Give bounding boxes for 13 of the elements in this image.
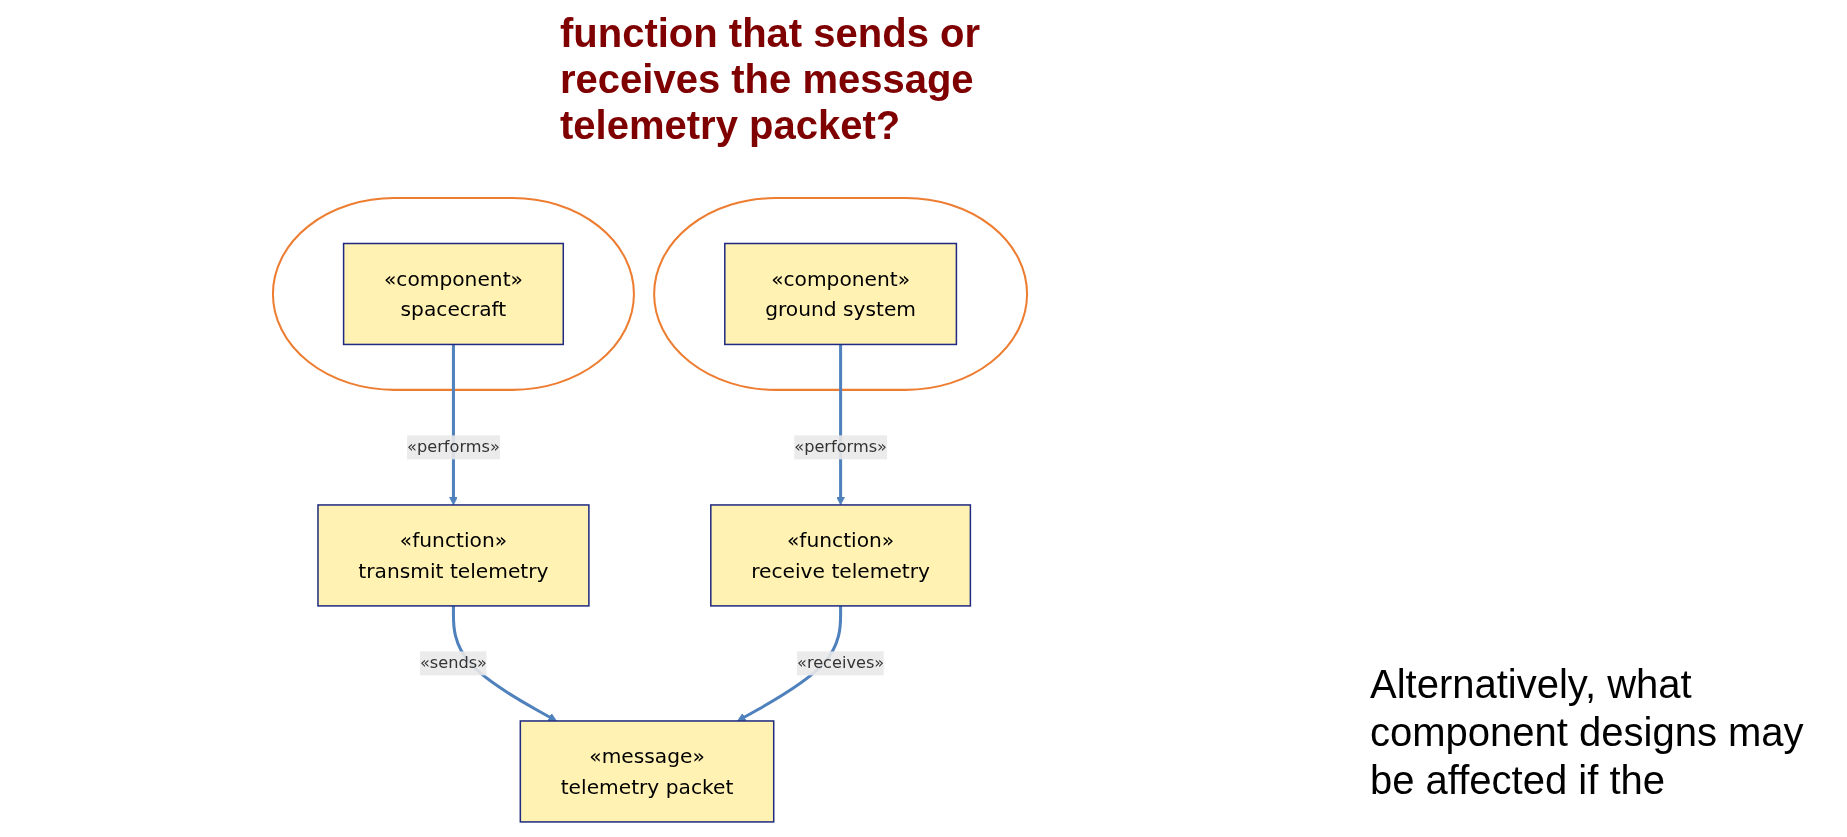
node-box: «function» transmit telemetry: [317, 504, 590, 607]
note-text: Alternatively, what component designs may be affected if the: [1370, 661, 1805, 804]
edge-label: «sends»: [419, 653, 487, 673]
cluster: [271, 197, 635, 391]
node-box: «function» receive telemetry: [710, 504, 972, 607]
edge-label: «receives»: [797, 653, 885, 673]
question-heading: function that sends or receives the message telemetry packet?: [560, 10, 981, 148]
node-box: «component» ground system: [724, 242, 958, 346]
node-box: «component» spacecraft: [342, 242, 565, 346]
edge-label: «performs»: [794, 437, 887, 457]
cluster: [653, 197, 1029, 391]
edge-label: «performs»: [407, 437, 500, 457]
node-box: «message» telemetry packet: [519, 720, 775, 823]
